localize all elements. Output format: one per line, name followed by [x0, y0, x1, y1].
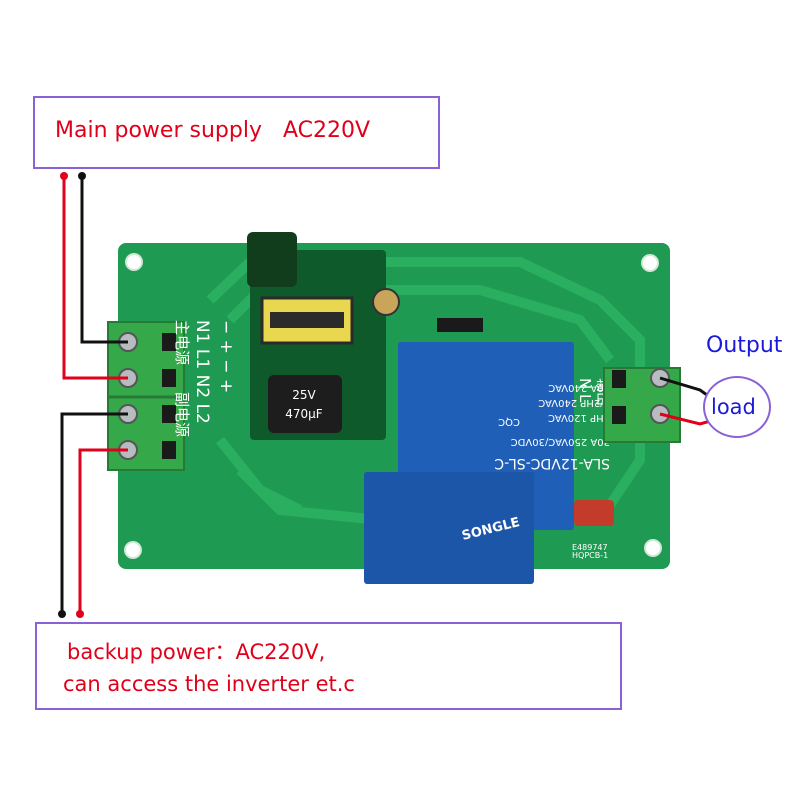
- backup-supply-cn: 副电源: [173, 392, 191, 437]
- capacitor-spec-2: 470µF: [285, 407, 323, 421]
- load-circle: [703, 376, 771, 438]
- relay-label: SLA-12VDC-SL-C 30A 250VAC/30VDC 1HP 120V…: [494, 382, 610, 471]
- batch-code: E489747: [572, 543, 608, 552]
- relay-rating-4: 30A 240VAC: [548, 382, 610, 393]
- main-supply-wires: [60, 172, 128, 380]
- relay-rating-2: 1HP 120VAC: [548, 412, 610, 423]
- red-capacitor: [574, 500, 614, 526]
- relay-rating-3: 1/2HP 240VAC: [538, 397, 610, 408]
- board-id: HQPCB-1: [572, 551, 608, 560]
- input-silkscreen: N1 L1 N2 L2 主电源 副电源 − + − +: [173, 320, 236, 437]
- inverter-note-label: can access the inverter et.c: [63, 672, 355, 696]
- electrolytic-capacitor-top: [247, 232, 297, 287]
- backup-power-label: backup power：AC220V,: [67, 640, 326, 664]
- main-power-callout: Main power supply AC220V: [33, 96, 440, 169]
- relay-cqc: CQC: [498, 416, 520, 427]
- capacitor-spec-1: 25V: [292, 388, 316, 402]
- capacitor: [268, 375, 342, 433]
- diode: [437, 318, 483, 332]
- backup-power-callout: backup power：AC220V, can access the inve…: [35, 622, 622, 710]
- main-power-label: Main power supply AC220V: [55, 118, 371, 143]
- relay-bracket: [364, 472, 534, 584]
- output-label: Output: [706, 333, 783, 358]
- polarity-labels: − + − +: [216, 320, 236, 393]
- load-label: load: [711, 395, 756, 419]
- small-capacitor: [372, 288, 400, 316]
- relay-rating-1: 30A 250VAC/30VDC: [511, 436, 610, 447]
- relay-model: SLA-12VDC-SL-C: [494, 455, 610, 471]
- transformer-core: [270, 312, 344, 328]
- backup-supply-wires: [58, 412, 128, 618]
- input-terminal-block: [107, 321, 185, 471]
- main-supply-cn: 主电源: [173, 320, 191, 365]
- mounting-holes: [124, 253, 662, 559]
- output-pin-labels: N L: [576, 378, 594, 403]
- input-pin-labels: N1 L1 N2 L2: [192, 320, 212, 424]
